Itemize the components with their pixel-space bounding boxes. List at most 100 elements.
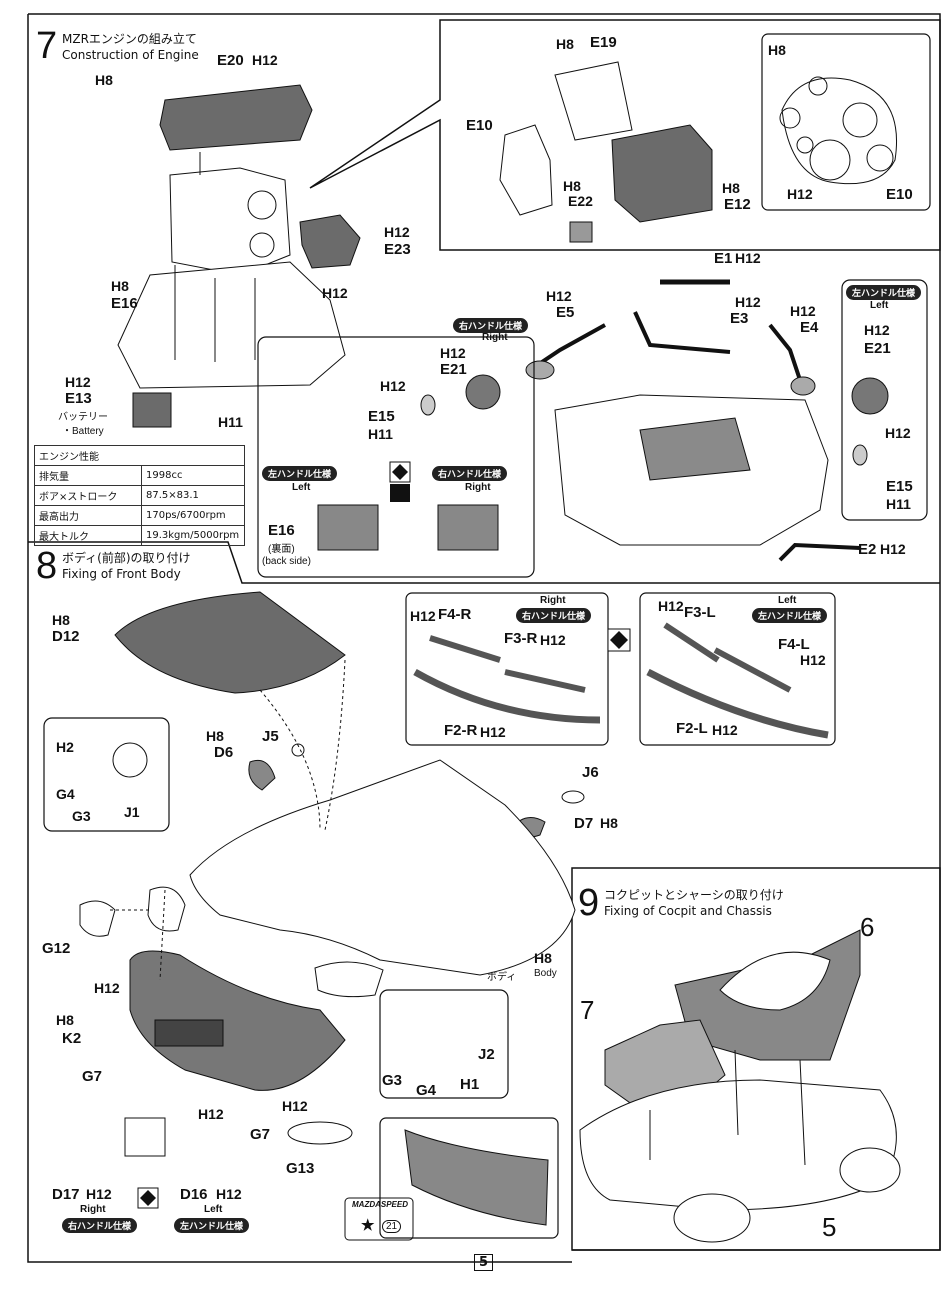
label-h12-f3r: H12	[540, 632, 566, 648]
part-number-5: 5	[822, 1212, 837, 1242]
label-j1: J1	[124, 804, 140, 820]
label-e15: E15	[368, 408, 395, 425]
label-h8-e22: H8	[563, 178, 581, 194]
lh-left-label: Left	[870, 300, 889, 311]
spec-value: 87.5×83.1	[141, 485, 245, 506]
label-e16-back-en: (back side)	[262, 556, 311, 567]
label-f4r: F4-R	[438, 606, 472, 623]
step9-number: 9	[578, 882, 600, 924]
label-e4: E4	[800, 319, 819, 336]
label-battery-ja: バッテリー	[58, 412, 108, 423]
label-e10-inset: E10	[886, 186, 913, 203]
step8-number: 8	[36, 545, 58, 587]
label-h8-e16: H8	[111, 278, 129, 294]
label-f3r: F3-R	[504, 630, 538, 647]
label-h12-g7: H12	[282, 1098, 308, 1114]
label-battery-en: ・Battery	[62, 426, 104, 437]
label-h8-d7: H8	[600, 815, 618, 831]
right-label-2: Right	[465, 482, 491, 493]
label-h12-e21: H12	[440, 345, 466, 361]
label-g13: G13	[286, 1160, 315, 1177]
label-h8-d12: H8	[52, 612, 70, 628]
label-g4-r: G4	[416, 1082, 437, 1099]
step9-title-en: Fixing of Cocpit and Chassis	[604, 904, 772, 918]
label-j2: J2	[478, 1046, 495, 1063]
label-h12-e4: H12	[790, 303, 816, 319]
label-f2l: F2-L	[676, 720, 708, 737]
label-e1: E1	[714, 250, 733, 267]
label-h12-inset: H12	[787, 186, 813, 202]
label-h12-e15: H12	[380, 378, 406, 394]
label-g12: G12	[42, 940, 71, 957]
star-icon: ★	[361, 1217, 375, 1234]
label-e2: E2	[858, 541, 877, 558]
spec-label: 最大トルク	[34, 525, 142, 546]
step7-title-ja: MZRエンジンの組み立て	[62, 32, 197, 46]
label-body-en: Body	[534, 968, 557, 979]
label-lh-h11-e15: H11	[886, 496, 911, 512]
spec-value: 170ps/6700rpm	[141, 505, 245, 526]
decal-number: 21	[382, 1220, 402, 1233]
spec-table-title: エンジン性能	[34, 445, 245, 466]
label-g3: G3	[72, 808, 91, 824]
label-lh-h12-e21: H12	[864, 322, 890, 338]
label-f3l: F3-L	[684, 604, 716, 621]
label-e16-back: E16	[268, 522, 295, 539]
label-h12-e5: H12	[546, 288, 572, 304]
decal-logo: MAZDASPEED	[352, 1200, 409, 1209]
left-label-f: Left	[778, 595, 797, 606]
label-h12-grille: H12	[198, 1106, 224, 1122]
label-h8-inset: H8	[768, 42, 786, 58]
label-j6: J6	[582, 764, 599, 781]
right-hand-spec-badge: 右ハンドル仕様	[453, 318, 529, 333]
label-h12-e13: H12	[65, 374, 91, 390]
label-g7-right: G7	[250, 1126, 271, 1143]
label-h8-e19: H8	[556, 36, 574, 52]
label-body-ja: ボディ	[487, 972, 517, 983]
label-h12-f3l: H12	[658, 598, 684, 614]
label-d17-right: Right	[80, 1204, 106, 1215]
label-g7-left: G7	[82, 1068, 103, 1085]
part-number-6: 6	[860, 912, 875, 942]
label-h12-e2: H12	[880, 541, 906, 557]
right-hand-badge-f: 右ハンドル仕様	[516, 608, 592, 623]
label-d17: D17	[52, 1186, 80, 1203]
spec-value: 19.3kgm/5000rpm	[141, 525, 245, 546]
label-e10: E10	[466, 117, 493, 134]
left-hand-spec-badge: 左ハンドル仕様	[262, 466, 338, 481]
right-label: Right	[482, 332, 508, 343]
label-h11-e15: H11	[368, 426, 393, 442]
label-f2r: F2-R	[444, 722, 478, 739]
step7-number: 7	[36, 25, 58, 67]
step8-title-ja: ボディ(前部)の取り付け	[62, 551, 191, 565]
label-e12: E12	[724, 196, 751, 213]
label-h12-e1: H12	[735, 250, 761, 266]
part-number-7: 7	[580, 995, 595, 1025]
label-h8-body: H8	[534, 950, 552, 966]
label-d16: D16	[180, 1186, 208, 1203]
label-h11-bottom: H11	[218, 414, 243, 430]
label-d16-left: Left	[204, 1204, 223, 1215]
label-e13: E13	[65, 390, 92, 407]
label-e21: E21	[440, 361, 467, 378]
label-e16-back-ja: (裏面)	[268, 544, 295, 555]
label-h12-e3: H12	[735, 294, 761, 310]
label-e3: E3	[730, 310, 749, 327]
label-e23: E23	[384, 241, 411, 258]
label-lh-e15: E15	[886, 478, 913, 495]
lh-spec-badge: 左ハンドル仕様	[846, 285, 922, 300]
label-h12-e20: H12	[252, 52, 278, 68]
label-d7: D7	[574, 815, 594, 832]
label-d12: D12	[52, 628, 80, 645]
label-g3-r: G3	[382, 1072, 403, 1089]
label-h12-f4l: H12	[800, 652, 826, 668]
label-h12-f2r: H12	[480, 724, 506, 740]
label-k2: K2	[62, 1030, 82, 1047]
lr-indicator-icons	[137, 461, 631, 1209]
label-h8-e12: H8	[722, 180, 740, 196]
d17-right-hand-badge: 右ハンドル仕様	[62, 1218, 138, 1233]
page-number: 5	[474, 1254, 494, 1271]
label-h12-center: H12	[322, 285, 348, 301]
label-f4l: F4-L	[778, 636, 810, 653]
